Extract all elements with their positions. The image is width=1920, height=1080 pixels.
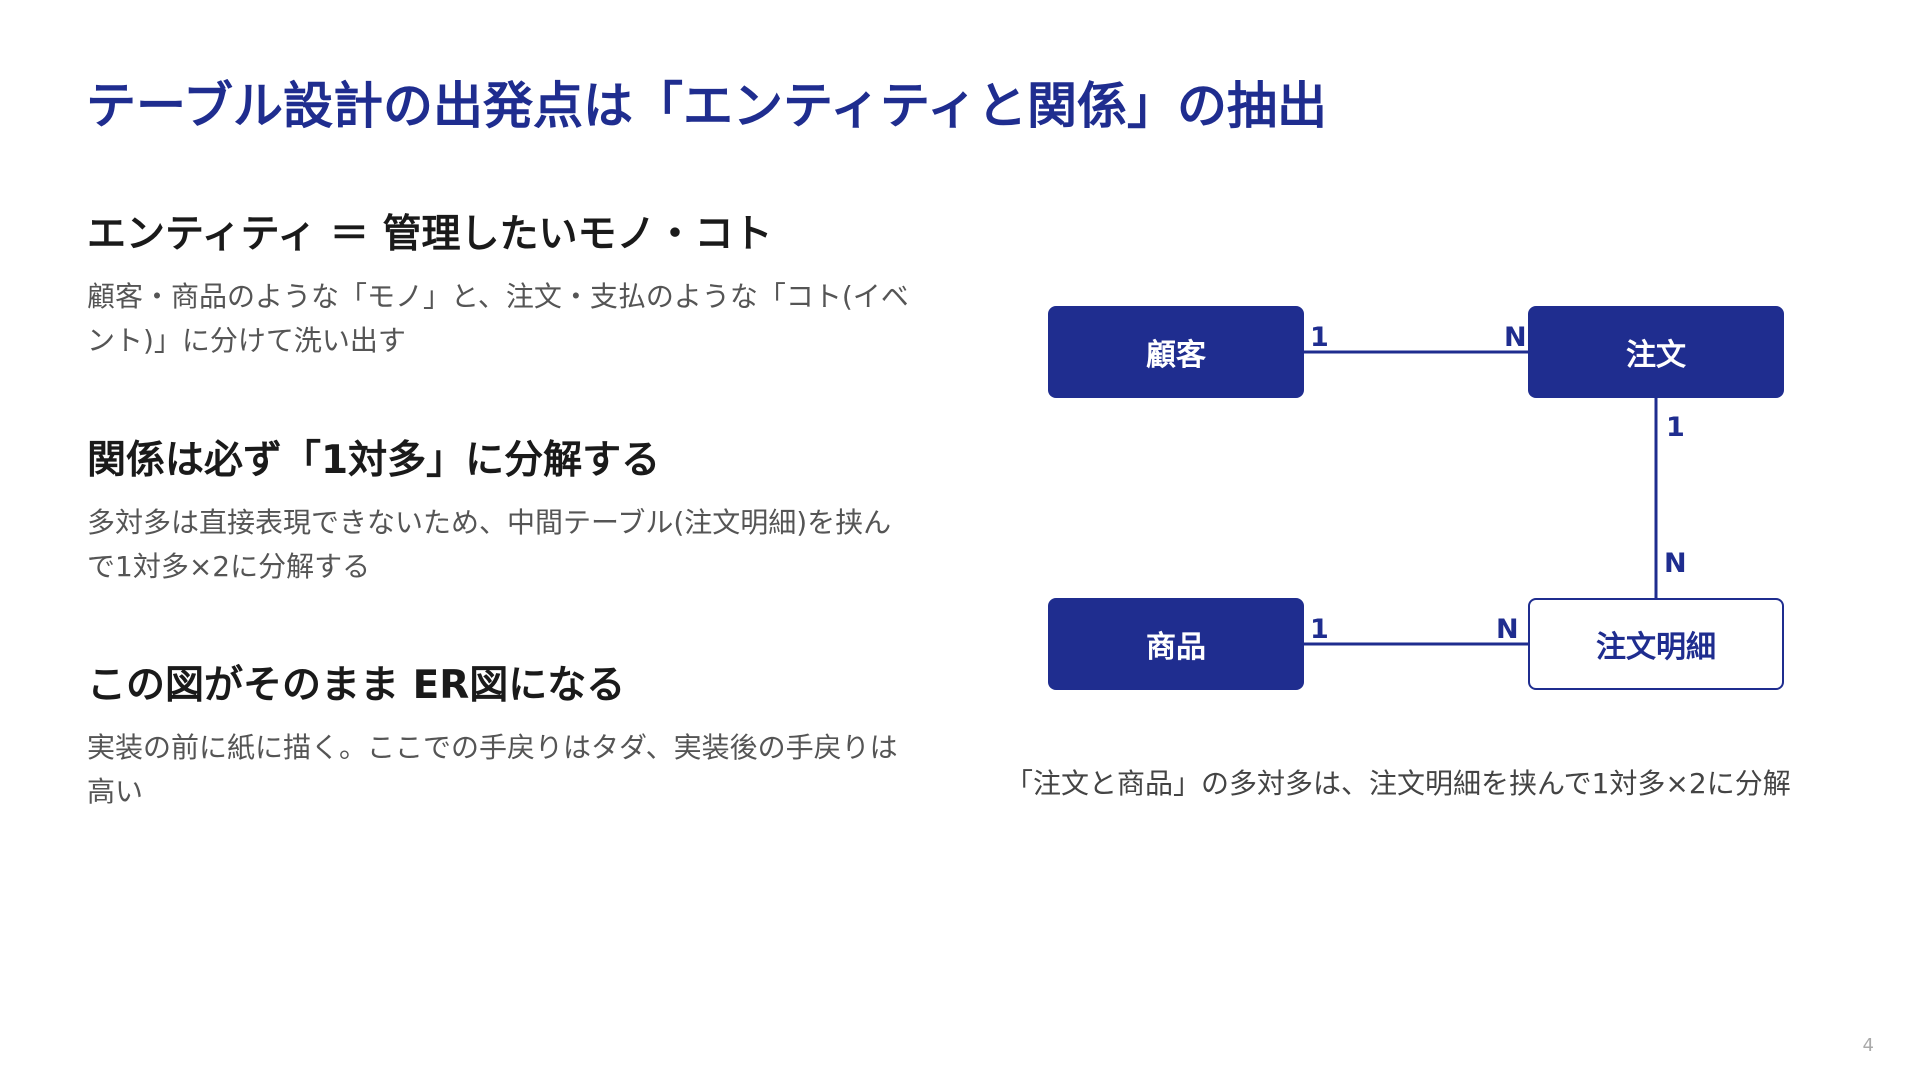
- er-diagram: 顧客 注文 商品 注文明細 1 N 1 N 1 N: [1000, 280, 1880, 720]
- point-relation: 関係は必ず「1対多」に分解する 多対多は直接表現できないため、中間テーブル(注文…: [87, 438, 927, 589]
- entity-order-detail: 注文明細: [1528, 598, 1784, 690]
- cardinality-order-one: 1: [1666, 412, 1685, 443]
- entity-product: 商品: [1048, 598, 1304, 690]
- cardinality-detail-many-2: N: [1496, 614, 1519, 645]
- entity-customer: 顧客: [1048, 306, 1304, 398]
- point-body: 多対多は直接表現できないため、中間テーブル(注文明細)を挟んで1対多×2に分解す…: [87, 505, 892, 583]
- point-er-diagram: この図がそのまま ER図になる 実装の前に紙に描く。ここでの手戻りはタダ、実装後…: [87, 663, 927, 814]
- cardinality-order-many: N: [1504, 322, 1527, 353]
- point-entity: エンティティ ＝ 管理したいモノ・コト 顧客・商品のような「モノ」と、注文・支払…: [87, 212, 927, 363]
- point-heading: 関係は必ず「1対多」に分解する: [87, 438, 661, 483]
- cardinality-customer-one: 1: [1310, 322, 1329, 353]
- relation-lines: [1304, 350, 1658, 646]
- point-body: 実装の前に紙に描く。ここでの手戻りはタダ、実装後の手戻りは高い: [87, 730, 898, 808]
- cardinality-detail-many: N: [1664, 548, 1687, 579]
- entity-order: 注文: [1528, 306, 1784, 398]
- page-number: 4: [1862, 1035, 1874, 1056]
- point-heading: この図がそのまま ER図になる: [87, 663, 626, 708]
- slide-title: テーブル設計の出発点は「エンティティと関係」の抽出: [86, 77, 1327, 135]
- cardinality-product-one: 1: [1310, 614, 1329, 645]
- point-body: 顧客・商品のような「モノ」と、注文・支払のような「コト(イベント)」に分けて洗い…: [87, 279, 909, 357]
- point-heading: エンティティ ＝ 管理したいモノ・コト: [87, 212, 773, 257]
- diagram-caption: 「注文と商品」の多対多は、注文明細を挟んで1対多×2に分解: [1005, 767, 1791, 800]
